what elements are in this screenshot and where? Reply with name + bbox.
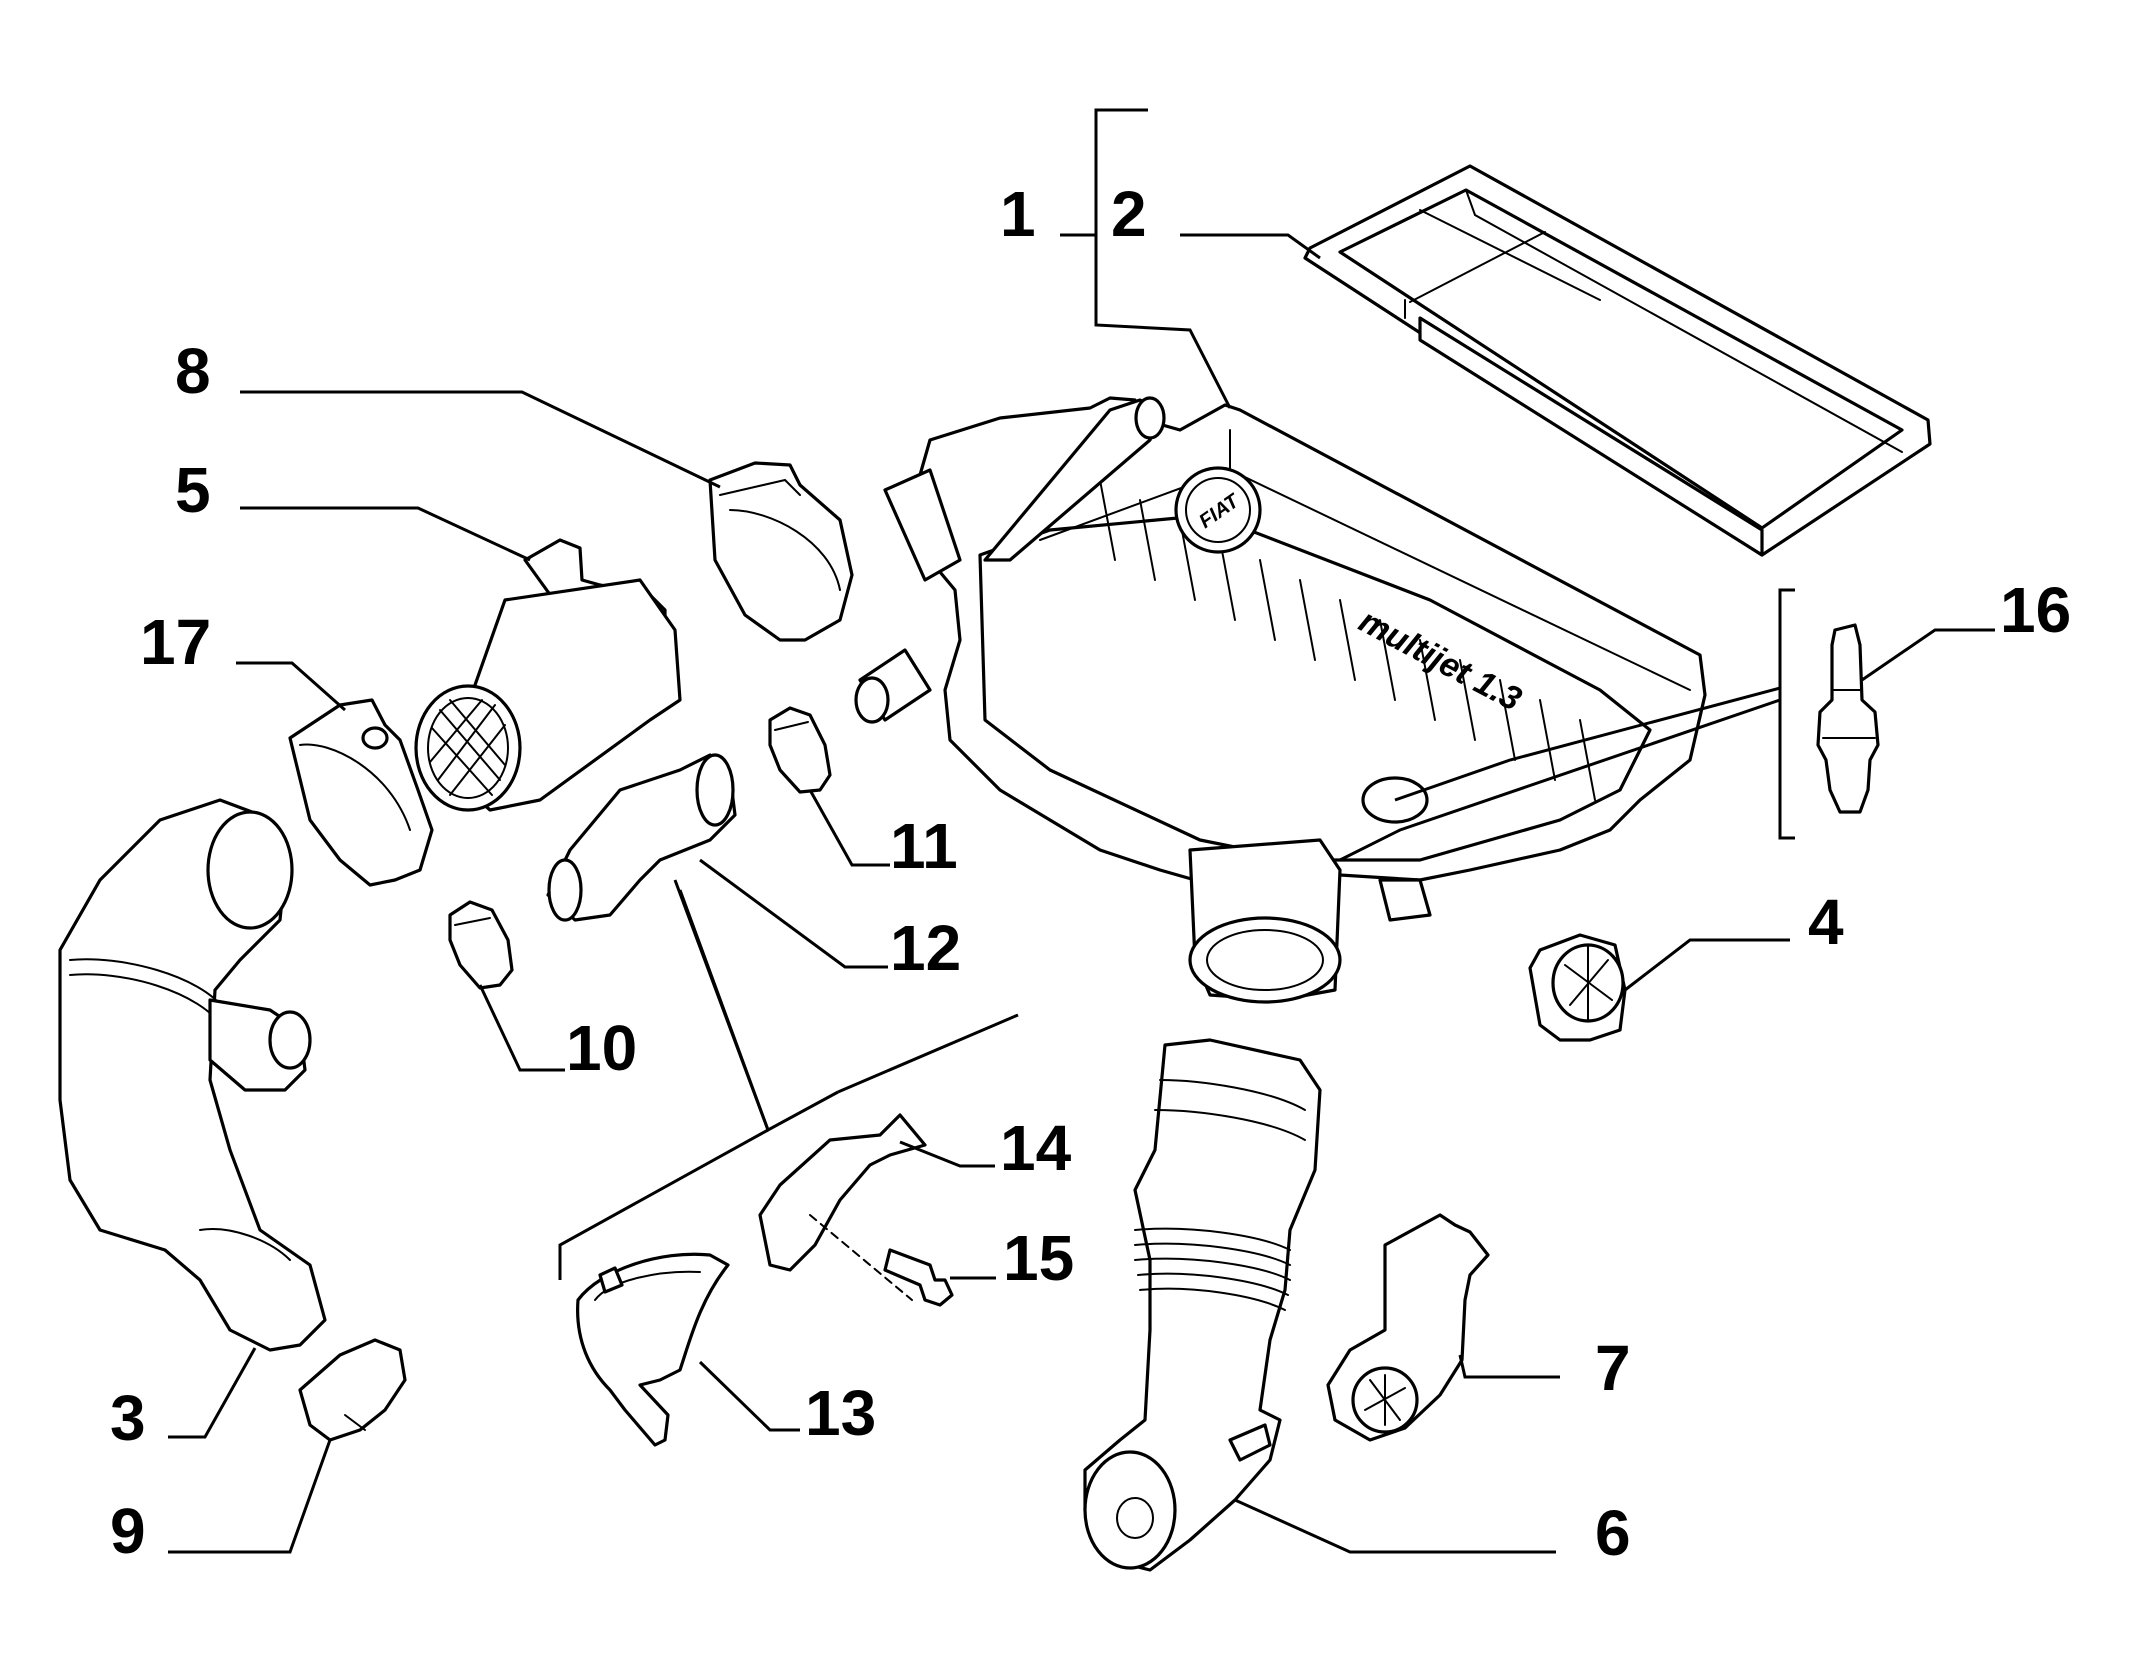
bellows-ribs — [1134, 1079, 1306, 1311]
push-fastener — [1816, 623, 1880, 814]
intake-duct — [58, 798, 327, 1352]
callout-7: 7 — [1595, 1332, 1631, 1404]
bracket-clamp-13 — [576, 1252, 730, 1447]
callout-12: 12 — [890, 912, 961, 984]
callout-14: 14 — [1000, 1112, 1072, 1184]
housing-ribs — [1099, 479, 1596, 801]
callout-17: 17 — [140, 606, 211, 678]
callout-2: 2 — [1111, 178, 1147, 250]
callout-1: 1 — [1000, 178, 1036, 250]
mass-airflow-sensor — [414, 538, 682, 812]
callout-5: 5 — [175, 454, 211, 526]
small-clamp-10 — [448, 900, 514, 990]
callout-15: 15 — [1003, 1222, 1074, 1294]
mounting-bracket-14 — [758, 1113, 927, 1301]
maf-mesh — [429, 699, 506, 796]
callout-11: 11 — [890, 810, 958, 882]
bolt-15 — [883, 1248, 954, 1307]
end-clamp-9 — [298, 1338, 407, 1442]
bracket-7 — [1326, 1213, 1490, 1442]
small-clamp-11 — [768, 706, 832, 794]
air-box-housing: FIAT multijet 1.3 — [854, 396, 1707, 1004]
callout-13: 13 — [805, 1377, 876, 1449]
hose-clamp-17 — [288, 698, 434, 887]
rubber-grommet — [1528, 933, 1627, 1042]
callout-6: 6 — [1595, 1497, 1631, 1569]
large-hose-clamp — [708, 461, 854, 642]
callout-labels: 1 2 3 4 5 6 7 8 9 10 11 12 13 14 15 16 1… — [110, 178, 2071, 1569]
callout-9: 9 — [110, 1495, 146, 1567]
callout-4: 4 — [1808, 886, 1844, 958]
air-filter-element — [1303, 164, 1932, 557]
callout-3: 3 — [110, 1382, 146, 1454]
callout-8: 8 — [175, 335, 211, 407]
callout-10: 10 — [566, 1012, 637, 1084]
leader-lines — [168, 108, 1995, 1554]
short-air-hose — [546, 753, 737, 922]
callout-16: 16 — [2000, 574, 2071, 646]
bellows-duct — [1083, 1038, 1322, 1572]
